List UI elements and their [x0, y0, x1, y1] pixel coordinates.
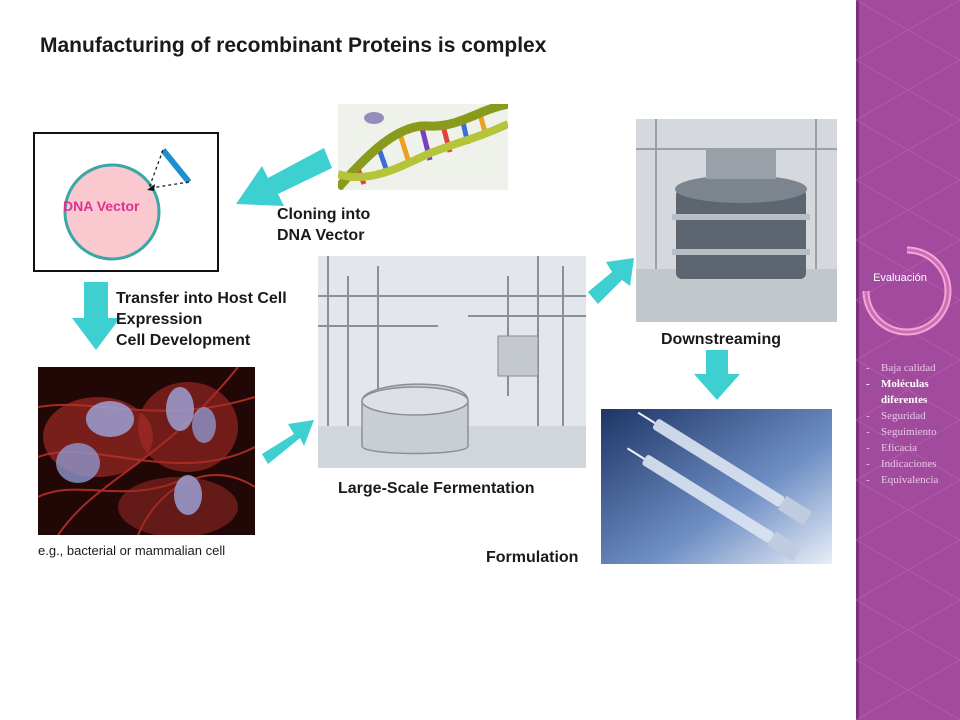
cell-microscopy-image	[38, 367, 255, 535]
sidebar-item-baja-calidad[interactable]: -Baja calidad	[866, 362, 936, 374]
sidebar-item-moleculas-diferentes[interactable]: -Moléculas diferentes	[866, 378, 929, 406]
sidebar-panel	[856, 0, 960, 720]
downstreaming-label: Downstreaming	[661, 331, 782, 348]
dna-vector-diagram	[63, 148, 192, 261]
evaluation-ring-icon	[862, 246, 952, 336]
transfer-label: Transfer into Host Cell Expression Cell …	[116, 290, 287, 349]
cloning-label: Cloning into DNA Vector	[277, 206, 371, 244]
fermentation-to-downstream-arrow-icon	[588, 258, 634, 304]
cell-to-fermentation-arrow-icon	[262, 420, 314, 464]
evaluation-ring-label: Evaluación	[873, 272, 927, 284]
fermentation-label: Large-Scale Fermentation	[338, 480, 535, 497]
formulation-label: Formulation	[486, 549, 579, 566]
cell-caption: e.g., bacterial or mammalian cell	[38, 543, 226, 558]
transfer-arrow-icon	[72, 282, 120, 350]
sidebar-item-equivalencia[interactable]: -Equivalencia	[866, 474, 939, 486]
dna-helix-image	[338, 104, 508, 190]
fermentation-plant-image	[318, 256, 586, 468]
sidebar-item-eficacia[interactable]: -Eficacia	[866, 442, 918, 454]
dna-vector-label: DNA Vector	[63, 198, 140, 214]
downstream-to-formulation-arrow-icon	[694, 350, 740, 400]
sidebar-menu: -Baja calidad -Moléculas diferentes -Seg…	[864, 360, 956, 488]
sidebar-item-seguimiento[interactable]: -Seguimiento	[866, 426, 937, 438]
syringe-image	[601, 409, 832, 564]
sidebar-edge	[856, 0, 859, 720]
slide-title: Manufacturing of recombinant Proteins is…	[40, 34, 547, 57]
sidebar-item-indicaciones[interactable]: -Indicaciones	[866, 458, 937, 470]
dna-vector-box: DNA Vector	[33, 132, 219, 272]
sidebar-item-seguridad[interactable]: -Seguridad	[866, 410, 926, 422]
cloning-arrow-icon	[236, 148, 332, 206]
downstream-vessel-image	[636, 119, 837, 322]
